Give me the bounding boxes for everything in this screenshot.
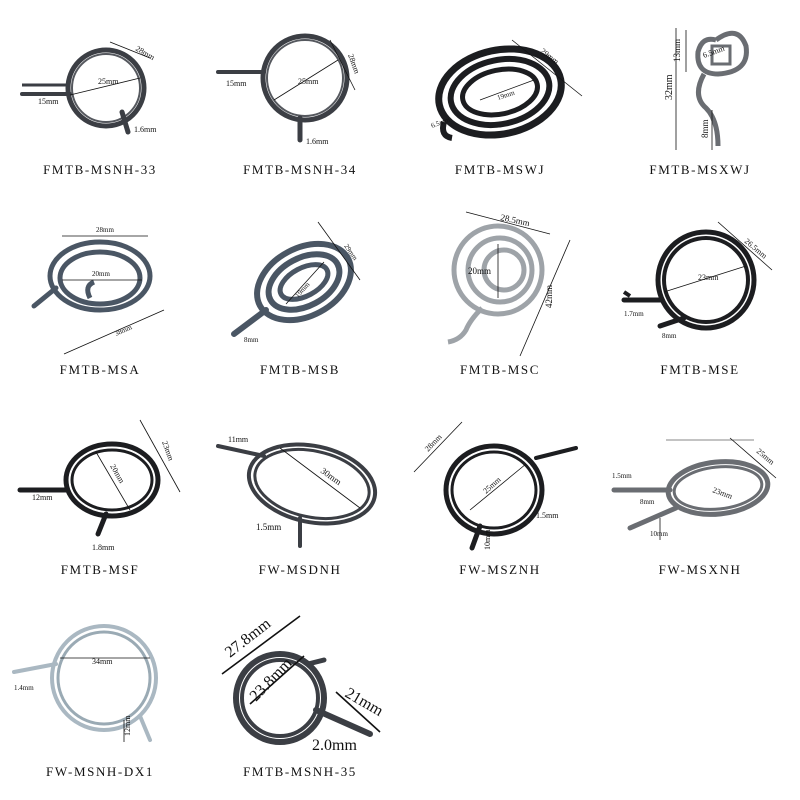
product-card: 11mm 30mm 1.5mm FW-MSDNH	[200, 400, 400, 600]
spring-image: 13mm 6.5mm 32mm 8mm	[664, 28, 749, 150]
product-card: 28mm 25mm 15mm 1.6mm FMTB-MSNH-33	[0, 0, 200, 200]
product-code: FMTB-MSC	[460, 362, 540, 377]
product-code: FW-MSXNH	[658, 562, 742, 577]
product-code: FMTB-MSNH-33	[43, 162, 157, 177]
dimension-label: 1.5mm	[256, 522, 281, 532]
dimension-label: 1.6mm	[134, 125, 157, 134]
dimension-label: 23mm	[711, 485, 734, 501]
dimension-label: 6.5mm	[702, 43, 727, 59]
product-code: FMTB-MSNH-34	[243, 162, 357, 177]
dimension-label: 1.5mm	[612, 472, 632, 480]
dimension-label: 8mm	[700, 119, 710, 138]
spring-image: 11mm 30mm 1.5mm	[216, 435, 378, 548]
dimension-label: 34mm	[92, 657, 113, 666]
dimension-label: 12mm	[32, 493, 53, 502]
dimension-label: 8mm	[640, 498, 655, 506]
dimension-label: 10mm	[483, 529, 492, 550]
dimension-label: 10mm	[650, 530, 668, 538]
product-card: 28mm 20mm 38mm FMTB-MSA	[0, 200, 200, 400]
dimension-label: 32mm	[664, 74, 675, 100]
spring-image: 28mm 25mm 1.5mm 10mm	[413, 421, 578, 551]
product-card: 28mm 25mm 1.5mm 10mm FW-MSZNH	[400, 400, 600, 600]
product-card: 34mm 1.4mm 12mm FW-MSNH-DX1	[0, 600, 200, 800]
dimension-label: 20mm	[92, 270, 110, 278]
dimension-label: 2.0mm	[312, 737, 357, 754]
product-code: FW-MSDNH	[258, 562, 342, 577]
spring-image: 23mm 20mm 12mm 1.8mm	[17, 419, 181, 552]
dimension-label: 42mm	[544, 285, 554, 308]
dimension-label: 25mm	[98, 77, 119, 86]
product-card: 27.8mm 23.8mm 21mm 2.0mm FMTB-MSNH-35	[200, 600, 400, 800]
product-card: 29mm 19mm 8mm FMTB-MSB	[200, 200, 400, 400]
dimension-label: 20mm	[108, 463, 126, 486]
product-code: FW-MSZNH	[459, 562, 541, 577]
dimension-label: 23mm	[160, 440, 176, 463]
product-card: 29mm 19mm 6.5mm FMTB-MSWJ	[400, 0, 600, 200]
spring-image: 29mm 19mm 6.5mm	[430, 39, 583, 141]
product-card: 26.5mm 23mm 1.7mm 8mm FMTB-MSE	[600, 200, 800, 400]
dimension-label: 28mm	[423, 432, 444, 454]
dimension-label: 12mm	[123, 715, 132, 736]
dimension-label: 28mm	[134, 44, 157, 62]
dimension-label: 15mm	[226, 79, 247, 88]
product-code: FMTB-MSB	[260, 362, 340, 377]
dimension-label: 25mm	[298, 77, 319, 86]
spring-image: 34mm 1.4mm 12mm	[12, 624, 158, 742]
dimension-label: 8mm	[662, 332, 677, 340]
dimension-label: 13mm	[672, 39, 682, 62]
dimension-label: 28mm	[96, 226, 114, 234]
spring-image: 27.8mm 23.8mm 21mm 2.0mm	[221, 615, 386, 754]
product-code: FMTB-MSWJ	[454, 162, 546, 177]
product-card: 13mm 6.5mm 32mm 8mm FMTB-MSXWJ	[600, 0, 800, 200]
dimension-label: 1.5mm	[536, 511, 559, 520]
dimension-label: 1.7mm	[624, 310, 644, 318]
spring-image: 28mm 25mm 15mm 1.6mm	[20, 41, 157, 135]
dimension-label: 25mm	[755, 447, 777, 468]
dimension-label: 15mm	[38, 97, 59, 106]
product-card: 28.5mm 20mm 42mm FMTB-MSC	[400, 200, 600, 400]
dimension-label: 1.4mm	[14, 684, 34, 692]
dimension-label: 20mm	[468, 266, 491, 276]
dimension-label: 11mm	[228, 435, 249, 444]
product-card: 1.5mm 25mm 23mm 8mm 10mm FW-MSXNH	[600, 400, 800, 600]
spring-image: 26.5mm 23mm 1.7mm 8mm	[621, 221, 773, 340]
spring-image: 29mm 19mm 8mm	[231, 221, 361, 344]
spring-image: 28mm 20mm 38mm	[31, 226, 165, 355]
spring-image: 28mm 25mm 15mm 1.6mm	[216, 33, 362, 146]
product-code: FMTB-MSNH-35	[243, 764, 357, 779]
product-code: FMTB-MSA	[59, 362, 141, 377]
dimension-label: 1.6mm	[306, 137, 329, 146]
product-card: 23mm 20mm 12mm 1.8mm FMTB-MSF	[0, 400, 200, 600]
dimension-label: 8mm	[244, 336, 259, 344]
dimension-label: 23mm	[698, 273, 719, 282]
dimension-label: 1.8mm	[92, 543, 115, 552]
product-code: FMTB-MSF	[60, 562, 140, 577]
spring-image: 1.5mm 25mm 23mm 8mm 10mm	[611, 437, 777, 540]
product-code: FMTB-MSXWJ	[649, 162, 751, 177]
dimension-label: 21mm	[342, 685, 386, 720]
dimension-label: 38mm	[114, 323, 134, 338]
dimension-label: 30mm	[319, 466, 343, 488]
product-code: FMTB-MSE	[660, 362, 740, 377]
dimension-label: 19mm	[496, 89, 516, 102]
product-code: FW-MSNH-DX1	[46, 764, 154, 779]
spring-image: 28.5mm 20mm 42mm	[447, 211, 571, 357]
product-card: 28mm 25mm 15mm 1.6mm FMTB-MSNH-34	[200, 0, 400, 200]
